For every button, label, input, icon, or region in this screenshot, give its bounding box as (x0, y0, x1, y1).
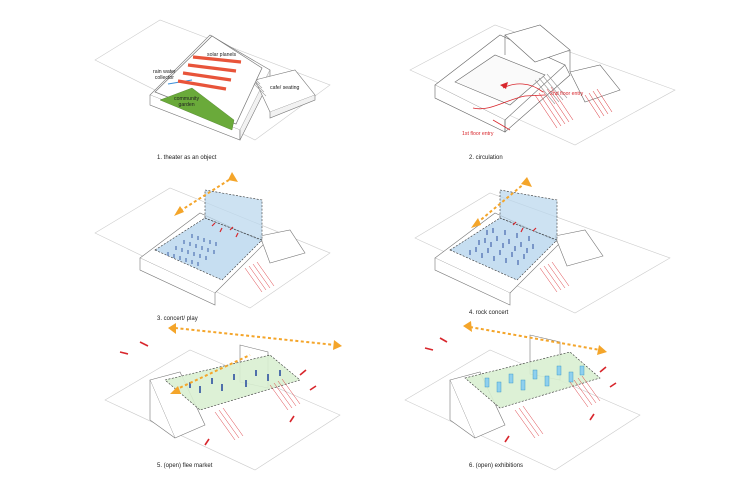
entry-arrow (500, 82, 508, 89)
orange-flow-arrows (174, 327, 336, 391)
rain-collector-label: rain water collector (153, 69, 176, 81)
open-plaza (464, 351, 601, 409)
panel-concert-play: 3. concert/ play (0, 168, 375, 333)
ground-plane (104, 349, 341, 471)
panel-3-caption: 3. concert/ play (157, 316, 198, 322)
audience-seats (167, 234, 217, 266)
pavilion (259, 229, 306, 264)
stair-grid (214, 378, 301, 441)
standing-crowd (469, 228, 534, 265)
stage-screen (499, 189, 558, 241)
arrow-head-3 (170, 386, 181, 394)
performers (512, 221, 537, 233)
panel-circulation: 2nd floor entry 1st floor entry 2. circu… (375, 0, 750, 165)
arrow-head-1 (333, 340, 342, 350)
red-stair-grid (534, 86, 613, 129)
arrow-head-start (471, 218, 481, 228)
orange-flow-arrow (469, 326, 601, 351)
open-plaza (164, 354, 301, 411)
red-visitor-markers (424, 337, 617, 443)
arrow-head-start (174, 206, 184, 216)
arrow-head-end (521, 177, 532, 187)
stair-grid (539, 261, 570, 293)
solar-panels-label: solar planels (207, 52, 237, 58)
panel-exhibitions: 6. (open) exhibitions (375, 321, 750, 495)
circulation-drawing (409, 24, 676, 146)
building-front (139, 258, 216, 306)
stair-grid (244, 261, 275, 293)
arrow-head-2 (463, 321, 472, 332)
ground-plane (409, 24, 676, 146)
pavilion (554, 229, 604, 267)
panel-rock-concert: 4. rock concert (375, 168, 750, 333)
second-floor-entry-label: 2nd floor entry (550, 91, 584, 97)
exhibitions-drawing (404, 321, 641, 471)
concert-play-drawing (94, 172, 331, 309)
building-front (434, 258, 511, 306)
stage-tower-side (504, 35, 571, 72)
theater-object-drawing (94, 19, 331, 141)
panel-6-caption: 6. (open) exhibitions (469, 463, 524, 469)
solar-panels (177, 55, 242, 91)
pavilion (569, 64, 621, 103)
orange-sightline-arrow (179, 177, 233, 212)
arrow-head-2 (168, 323, 176, 334)
shell-right (504, 64, 571, 133)
rock-concert-drawing (414, 177, 671, 314)
flee-market-drawing (104, 323, 342, 471)
arrow-head-1 (597, 345, 607, 355)
cafe-pavilion-side (269, 95, 316, 119)
panel-2-caption: 2. circulation (469, 155, 503, 161)
panel-5-caption: 5. (open) flee market (157, 463, 213, 469)
side-block-front (149, 380, 176, 439)
red-visitor-markers (119, 341, 317, 446)
panel-4-caption: 4. rock concert (469, 310, 509, 316)
ground-plane (414, 192, 671, 314)
garden-label: community garden (174, 96, 200, 108)
stair-grid (514, 375, 601, 439)
side-block (149, 371, 206, 439)
inner-hall (454, 54, 546, 106)
ground-plane (404, 349, 641, 471)
performers (211, 222, 239, 238)
exhibition-panels (484, 365, 585, 393)
panel-theater-as-object: solar planels rain water collector commu… (0, 0, 375, 165)
panel-flee-market: 5. (open) flee market (0, 323, 375, 495)
panel-1-caption: 1. theater as an object (157, 155, 217, 161)
first-floor-entry-label: 1st floor entry (462, 131, 494, 137)
arrow-head-end (228, 172, 238, 182)
orange-sightline-arrow (476, 182, 526, 224)
stage-screen (204, 189, 263, 241)
garden-patch (159, 87, 235, 131)
cafe-label: cafe/ seating (270, 85, 300, 91)
side-block-front (449, 380, 476, 439)
stair-ribs (534, 73, 568, 105)
